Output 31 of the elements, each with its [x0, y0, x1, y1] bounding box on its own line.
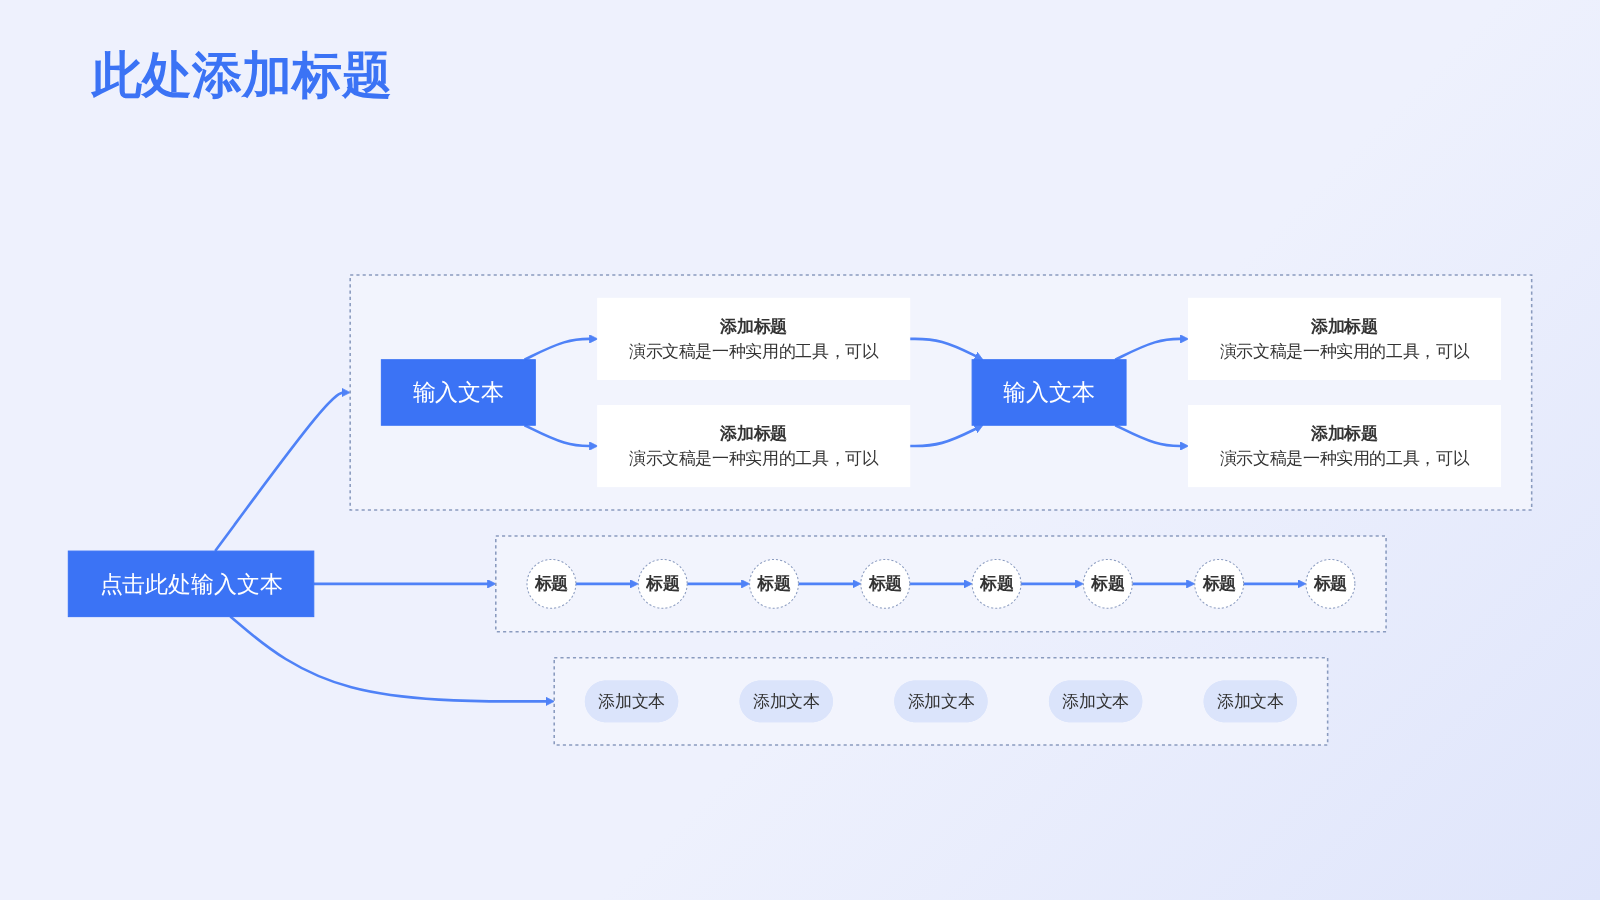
node-box: 添加标题 演示文稿是一种实用的工具，可以	[597, 404, 911, 488]
node-circle: 标题	[1194, 558, 1245, 609]
arrow	[1021, 579, 1084, 589]
arrow	[909, 337, 984, 361]
arrow	[1243, 579, 1307, 589]
node-box: 输入文本	[380, 359, 536, 426]
arrow	[1114, 424, 1189, 451]
node-box: 输入文本	[971, 359, 1127, 426]
node-circle: 标题	[1082, 558, 1133, 609]
cluster	[495, 535, 1387, 633]
node-box: 点击此处输入文本	[67, 550, 315, 618]
arrow	[1114, 334, 1189, 361]
node-box: 添加标题 演示文稿是一种实用的工具，可以	[1187, 404, 1501, 488]
node-circle: 标题	[526, 558, 577, 609]
arrow	[798, 579, 862, 589]
node-box: 添加标题 演示文稿是一种实用的工具，可以	[1187, 297, 1501, 380]
arrow	[229, 615, 555, 706]
node-box: 添加标题 演示文稿是一种实用的工具，可以	[597, 297, 911, 380]
arrow	[909, 424, 984, 448]
arrow	[214, 387, 351, 552]
node-circle: 标题	[860, 558, 911, 609]
node-circle: 标题	[971, 558, 1022, 609]
arrow	[909, 579, 973, 589]
node-circle: 标题	[637, 558, 688, 609]
arrow	[575, 579, 639, 589]
arrow	[687, 579, 750, 589]
node-circle: 标题	[749, 558, 799, 609]
cluster	[349, 274, 1533, 511]
node-circle: 标题	[1305, 558, 1356, 609]
slide-title: 此处添加标题	[92, 45, 392, 106]
cluster	[553, 656, 1329, 746]
